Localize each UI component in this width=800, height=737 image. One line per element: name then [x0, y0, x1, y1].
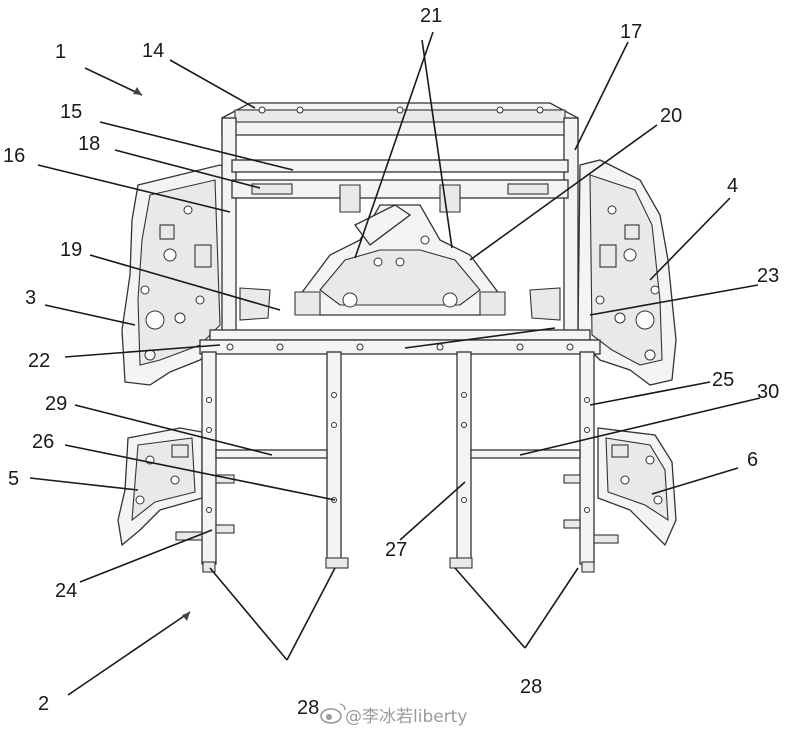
- label-28-right: 28: [520, 676, 542, 698]
- weibo-logo-icon: [320, 703, 346, 724]
- watermark-text: @李冰若liberty: [345, 707, 467, 727]
- label-29: 29: [45, 393, 67, 415]
- label-23: 23: [757, 265, 779, 287]
- right-side-panel: [577, 159, 677, 386]
- label-2: 2: [38, 693, 49, 715]
- reference-labels: 1 14 15 18 16 21 17 20 4 19 3 23 22 25 2…: [3, 5, 779, 719]
- lower-frame: [175, 351, 619, 573]
- label-20: 20: [660, 105, 682, 127]
- label-6: 6: [747, 449, 758, 471]
- label-25: 25: [712, 369, 734, 391]
- left-lower-bracket: [117, 427, 203, 547]
- label-3: 3: [25, 287, 36, 309]
- label-15: 15: [60, 101, 82, 123]
- label-19: 19: [60, 239, 82, 261]
- label-4: 4: [727, 175, 738, 197]
- label-5: 5: [8, 468, 19, 490]
- left-side-panel: [121, 164, 233, 386]
- label-16: 16: [3, 145, 25, 167]
- label-18: 18: [78, 133, 100, 155]
- label-1: 1: [55, 41, 66, 63]
- label-30: 30: [757, 381, 779, 403]
- label-24: 24: [55, 580, 77, 602]
- upper-frame: [199, 102, 601, 355]
- leader-lines: [29, 31, 761, 696]
- label-14: 14: [142, 40, 164, 62]
- label-17: 17: [620, 21, 642, 43]
- label-27: 27: [385, 539, 407, 561]
- label-28-left: 28: [297, 697, 319, 719]
- label-22: 22: [28, 350, 50, 372]
- right-lower-bracket: [597, 427, 677, 547]
- label-21: 21: [420, 5, 442, 27]
- watermark: @李冰若liberty: [320, 703, 467, 727]
- label-26: 26: [32, 431, 54, 453]
